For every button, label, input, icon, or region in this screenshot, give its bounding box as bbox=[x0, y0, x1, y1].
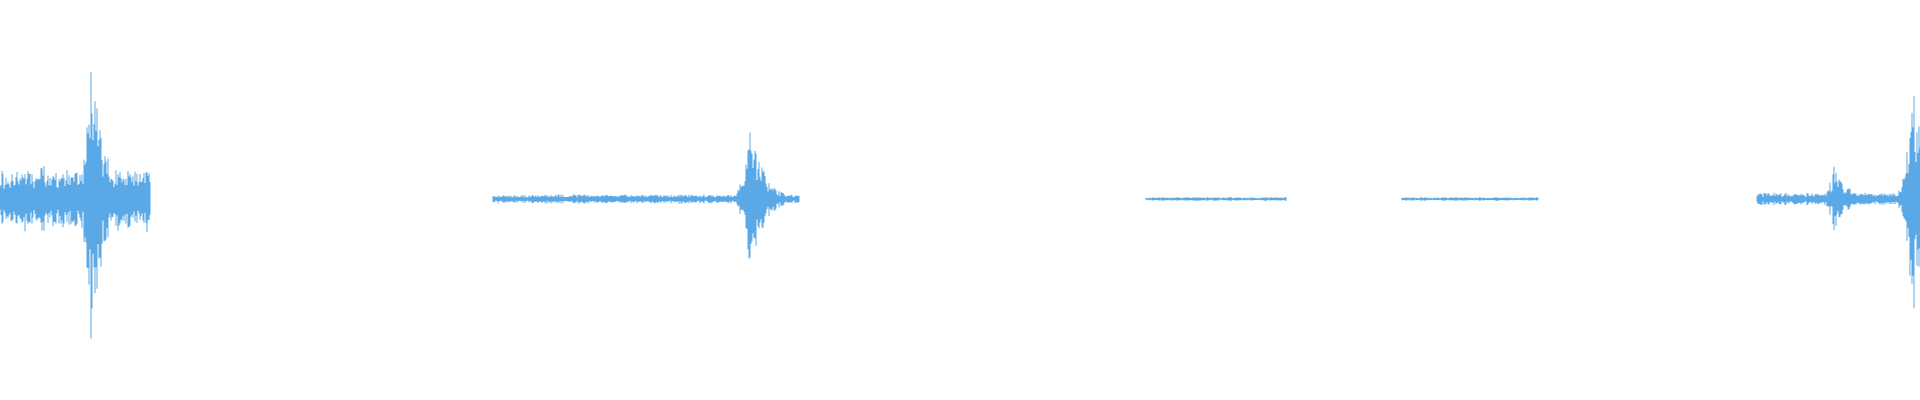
waveform-seg-1 bbox=[0, 72, 151, 339]
waveform-seg-3 bbox=[1145, 197, 1287, 201]
waveform-segments bbox=[0, 72, 1920, 339]
waveform-seg-5 bbox=[1756, 96, 1920, 308]
waveform-seg-4 bbox=[1401, 197, 1539, 201]
waveform-seg-2 bbox=[492, 132, 800, 259]
